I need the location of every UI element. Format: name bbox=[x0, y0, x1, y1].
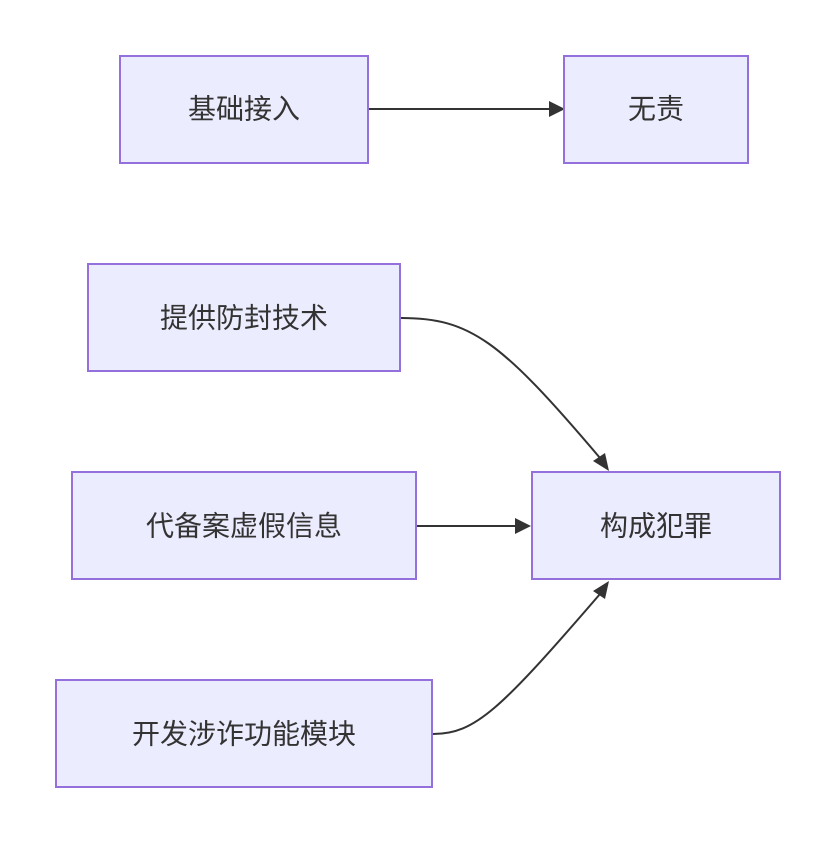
node-anti-block-tech: 提供防封技术 bbox=[87, 263, 401, 372]
node-basic-access: 基础接入 bbox=[119, 55, 369, 164]
node-constitutes-crime: 构成犯罪 bbox=[531, 471, 781, 580]
arrowhead-crime-top bbox=[593, 453, 609, 471]
node-label-constitutes-crime: 构成犯罪 bbox=[600, 510, 712, 543]
node-label-basic-access: 基础接入 bbox=[188, 93, 300, 126]
arrowhead-crime-middle bbox=[515, 518, 531, 534]
edges bbox=[369, 101, 609, 735]
arrowhead-crime-bottom bbox=[593, 581, 609, 599]
node-label-anti-block-tech: 提供防封技术 bbox=[160, 302, 328, 335]
arrowhead-no-liability bbox=[549, 101, 565, 117]
node-label-no-liability: 无责 bbox=[628, 93, 684, 126]
edge-fraud-module-to-crime bbox=[432, 593, 601, 735]
node-fake-filing-info: 代备案虚假信息 bbox=[71, 471, 417, 580]
node-fraud-module: 开发涉诈功能模块 bbox=[55, 679, 433, 788]
node-no-liability: 无责 bbox=[563, 55, 749, 164]
edge-anti-block-tech-to-crime bbox=[400, 317, 601, 459]
node-label-fraud-module: 开发涉诈功能模块 bbox=[132, 718, 356, 751]
node-label-fake-filing-info: 代备案虚假信息 bbox=[146, 510, 342, 543]
